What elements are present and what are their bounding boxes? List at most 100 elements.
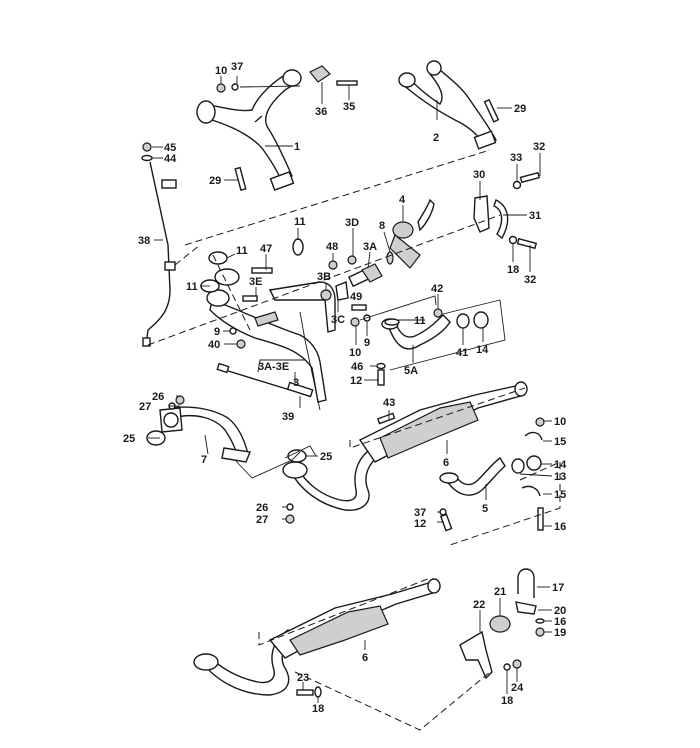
part-37-washer[interactable] xyxy=(231,83,239,91)
part-4-heater-valve[interactable] xyxy=(389,198,435,269)
label-18: 18 xyxy=(507,264,519,276)
label-10: 10 xyxy=(215,65,227,77)
part-10-nut-c[interactable] xyxy=(535,417,545,427)
part-20-bracket[interactable] xyxy=(515,601,537,615)
part-24-nut[interactable] xyxy=(512,659,522,669)
part-26-nut-a[interactable] xyxy=(175,395,185,405)
label-14: 14 xyxy=(554,459,567,471)
part-33-washer[interactable] xyxy=(512,180,522,190)
part-7-pipe[interactable] xyxy=(159,406,251,463)
part-15-clamp-a[interactable] xyxy=(524,431,543,441)
part-22-bracket[interactable] xyxy=(459,630,493,680)
label-26: 26 xyxy=(256,502,268,514)
part-3D-nut[interactable] xyxy=(347,255,357,265)
label-20: 20 xyxy=(554,605,566,617)
part-6-catalytic-converter[interactable] xyxy=(358,381,528,463)
part-38-line[interactable] xyxy=(142,161,177,347)
part-44-washer[interactable] xyxy=(141,154,153,162)
part-10-nut[interactable] xyxy=(216,83,226,93)
part-8-clamp[interactable] xyxy=(386,251,394,265)
label-19: 19 xyxy=(554,627,566,639)
part-31-bracket[interactable] xyxy=(493,199,509,240)
part-42-nut[interactable] xyxy=(433,308,443,318)
label-18: 18 xyxy=(501,695,513,707)
label-3B: 3B xyxy=(317,271,331,283)
label-8: 8 xyxy=(379,220,385,232)
label-3D: 3D xyxy=(345,217,359,229)
part-23-bolt[interactable] xyxy=(296,689,314,696)
label-35: 35 xyxy=(343,101,355,113)
part-46-washer[interactable] xyxy=(376,362,386,370)
part-45-nut[interactable] xyxy=(142,142,152,152)
part-14-ring[interactable] xyxy=(473,311,489,329)
leader-lines xyxy=(148,76,553,703)
part-12-bolt[interactable] xyxy=(377,369,385,386)
part-2-y-pipe[interactable] xyxy=(398,60,497,150)
part-43-bolt[interactable] xyxy=(376,412,396,425)
label-9: 9 xyxy=(214,326,220,338)
part-18-washer-b[interactable] xyxy=(314,686,322,698)
label-25: 25 xyxy=(320,451,332,463)
part-3B-nut[interactable] xyxy=(320,289,332,301)
part-49-bolt[interactable] xyxy=(351,304,367,311)
part-3E-bolt[interactable] xyxy=(242,295,258,302)
label-16: 16 xyxy=(554,521,566,533)
label-2: 2 xyxy=(433,132,439,144)
part-10-nut-b[interactable] xyxy=(350,317,360,327)
label-38: 38 xyxy=(138,235,150,247)
label-44: 44 xyxy=(164,153,177,165)
label-14: 14 xyxy=(476,344,489,356)
part-18-washer-c[interactable] xyxy=(503,663,511,671)
part-48-nut[interactable] xyxy=(328,260,338,270)
part-35-stud[interactable] xyxy=(336,80,358,86)
label-42: 42 xyxy=(431,283,443,295)
part-19-nut[interactable] xyxy=(535,627,545,637)
part-3C-flange[interactable] xyxy=(335,281,349,301)
part-15-clamp-b[interactable] xyxy=(521,485,541,497)
part-5-pipe[interactable] xyxy=(439,457,506,496)
label-22: 22 xyxy=(473,599,485,611)
part-30-bracket[interactable] xyxy=(473,195,490,233)
part-12-bolt-b[interactable] xyxy=(439,513,453,532)
part-18-washer[interactable] xyxy=(508,235,518,245)
assembly-dashed-lines xyxy=(147,149,561,731)
part-40-nut[interactable] xyxy=(236,339,246,349)
part-41-clamp[interactable] xyxy=(456,313,470,329)
part-29-bolt-left[interactable] xyxy=(234,166,247,192)
label-43: 43 xyxy=(383,397,395,409)
label-27: 27 xyxy=(139,401,151,413)
label-37: 37 xyxy=(414,507,426,519)
part-3-heat-exchanger[interactable] xyxy=(206,268,336,403)
part-14-ring-b[interactable] xyxy=(526,455,542,471)
part-1-y-pipe[interactable] xyxy=(196,69,302,191)
part-9-washer[interactable] xyxy=(229,327,237,335)
label-49: 49 xyxy=(350,291,362,303)
label-30: 30 xyxy=(473,169,485,181)
part-32-bolt[interactable] xyxy=(519,171,541,184)
part-36-flange[interactable] xyxy=(309,65,331,83)
label-45: 45 xyxy=(164,142,176,154)
part-3A-flange-pipe[interactable] xyxy=(347,263,383,288)
part-13-clamp[interactable] xyxy=(511,458,525,474)
part-11-gasket-a[interactable] xyxy=(292,238,304,256)
part-11-gasket-b[interactable] xyxy=(208,251,228,265)
part-16-bolt[interactable] xyxy=(537,507,544,531)
part-21-rubber-mount[interactable] xyxy=(489,615,511,633)
part-39-sensor[interactable] xyxy=(216,362,314,398)
part-29-bolt[interactable] xyxy=(483,98,500,123)
part-labels: 10 37 36 35 1 45 44 29 2 29 33 32 30 31 … xyxy=(123,61,567,715)
part-6-catalytic-converter-lower[interactable] xyxy=(268,578,441,659)
label-15: 15 xyxy=(554,436,566,448)
part-17-u-bolt[interactable] xyxy=(517,568,535,598)
label-37: 37 xyxy=(231,61,243,73)
label-18: 18 xyxy=(312,703,324,715)
part-27-washer-b[interactable] xyxy=(285,514,295,524)
part-11-gasket-d[interactable] xyxy=(384,318,400,326)
part-47-bolt[interactable] xyxy=(251,267,273,274)
label-26: 26 xyxy=(152,391,164,403)
part-16-washer-b[interactable] xyxy=(535,618,545,624)
label-7: 7 xyxy=(201,454,207,466)
part-26-nut-b[interactable] xyxy=(286,503,294,511)
part-32-bolt-lower[interactable] xyxy=(516,237,538,250)
